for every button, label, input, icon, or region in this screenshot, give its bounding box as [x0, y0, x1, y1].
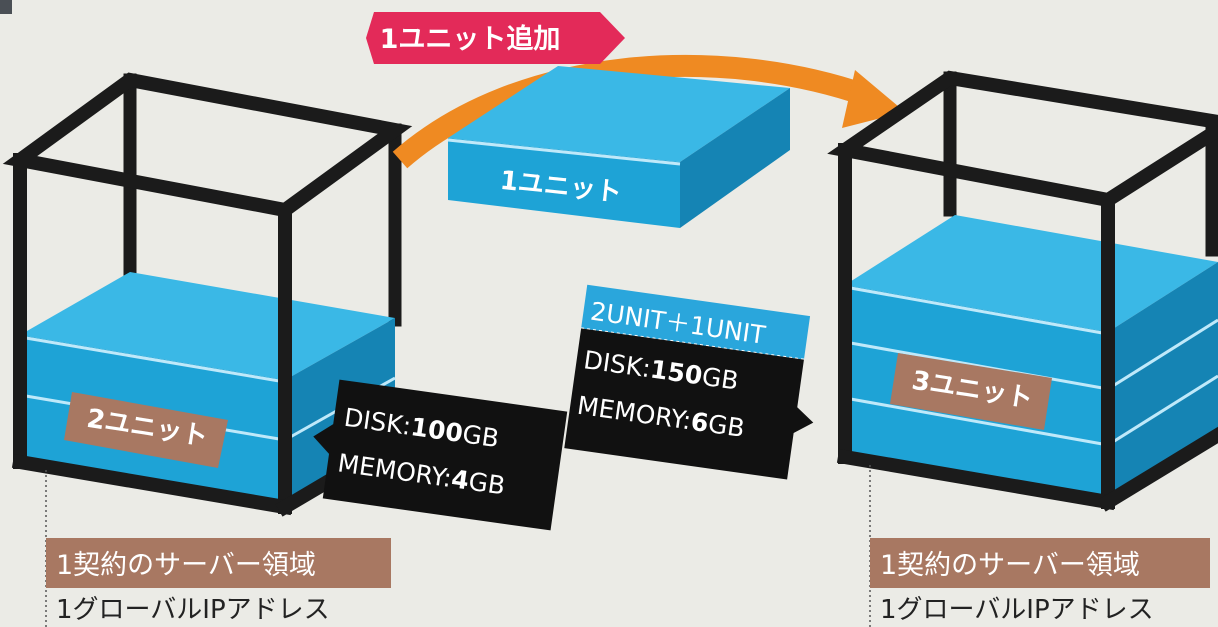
unit-stack-after: [844, 215, 1218, 500]
memory-unit-after: GB: [706, 409, 746, 443]
memory-value-after: 6: [689, 407, 710, 438]
add-unit-label: 1ユニット追加: [380, 23, 561, 55]
server-area-label-before: 1契約のサーバー領域: [56, 550, 316, 581]
corner-decoration: [0, 0, 12, 14]
disk-unit-before: GB: [461, 419, 501, 453]
global-ip-label-after: 1グローバルIPアドレス: [880, 595, 1154, 625]
server-area-label-after: 1契約のサーバー領域: [880, 550, 1140, 581]
disk-unit-after: GB: [700, 362, 740, 396]
spec-disk-after: DISK:150GB: [582, 345, 741, 395]
area-caption-after: 1契約のサーバー領域 1グローバルIPアドレス: [870, 538, 1210, 625]
disk-value-after: 150: [648, 355, 704, 391]
memory-unit-before: GB: [467, 467, 507, 501]
global-ip-label-before: 1グローバルIPアドレス: [56, 595, 330, 625]
add-unit-tag: 1ユニット追加: [366, 12, 625, 64]
frame-front-right: [827, 70, 1218, 512]
disk-value-before: 100: [409, 412, 465, 448]
unit-badge-after: 3ユニット: [890, 353, 1052, 430]
new-unit: 1ユニット: [447, 66, 790, 228]
server-after: 3ユニット: [827, 70, 1218, 627]
formula-band: [581, 284, 811, 360]
unit-badge-before: 2ユニット: [64, 392, 228, 468]
memory-value-before: 4: [450, 464, 471, 495]
frame-back-right: [943, 71, 1218, 257]
spec-box-before: DISK:100GB MEMORY:4GB: [313, 379, 568, 531]
spec-box-after: 2UNIT＋1UNIT DISK:150GB MEMORY:6GB: [564, 284, 814, 480]
area-caption-before: 1契約のサーバー領域 1グローバルIPアドレス: [46, 538, 391, 625]
